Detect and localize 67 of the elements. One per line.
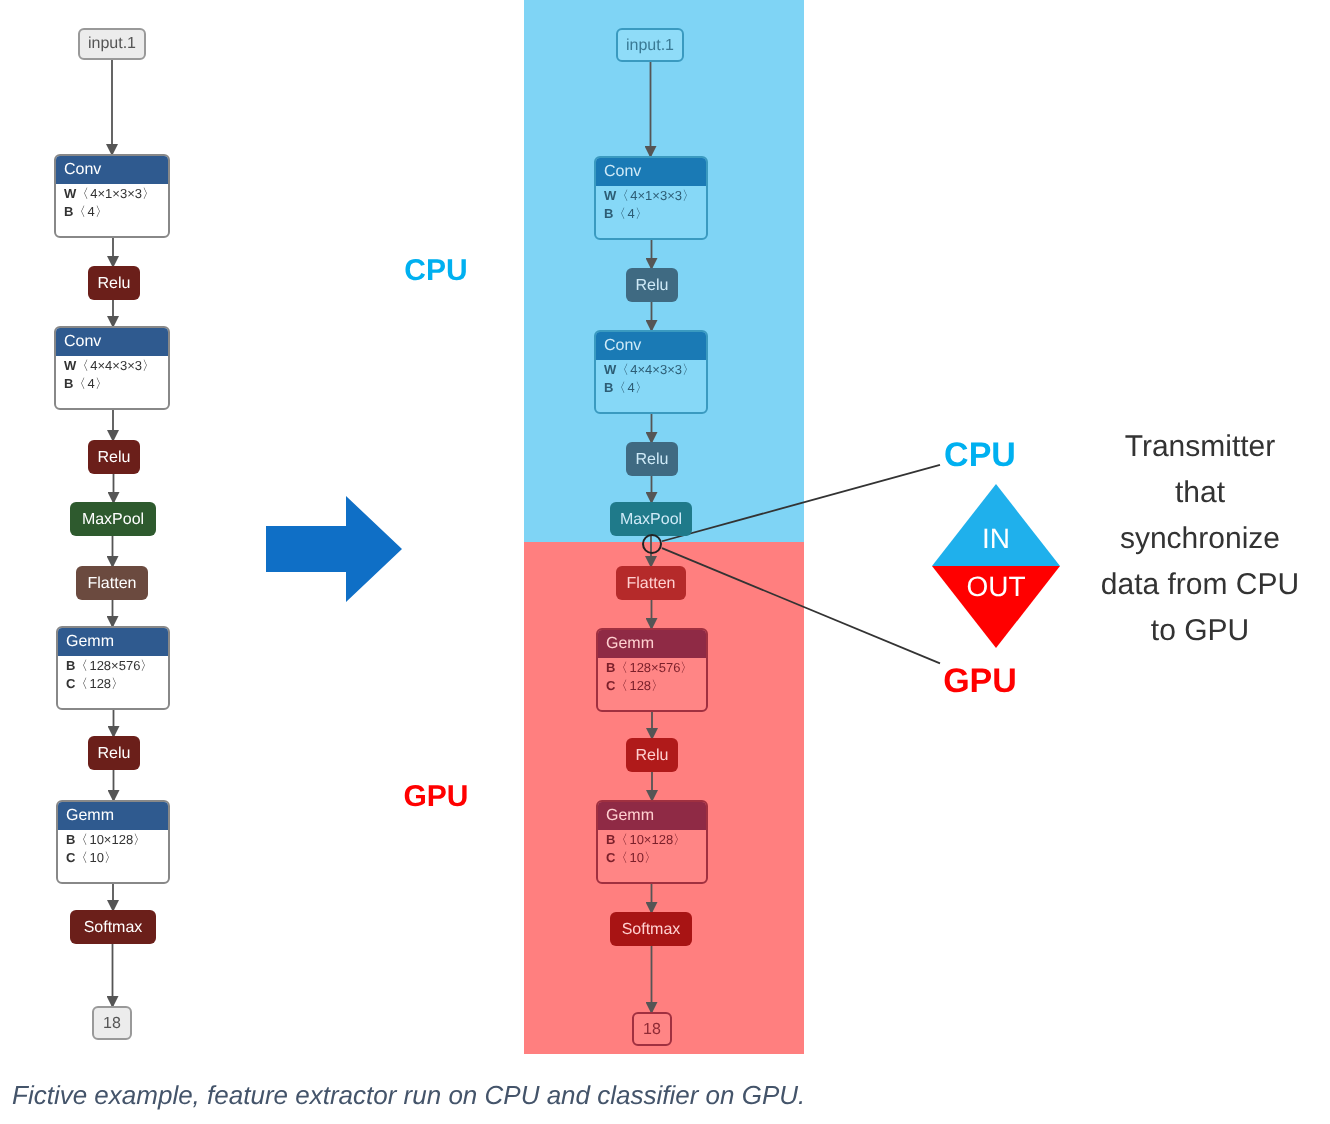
arrow [107,473,120,504]
operator-node: Relu [626,738,678,772]
arrow [645,945,658,1014]
arrow [645,475,658,504]
arrow [644,61,657,158]
device-label: CPU [940,430,1020,478]
layer-title: Conv [64,334,102,350]
operator-node: Relu [626,442,678,476]
operator-node: Softmax [70,910,156,944]
arrow [106,535,119,568]
arrow [107,237,119,268]
arrow [646,711,658,740]
arrow [107,299,119,328]
arrow [107,709,120,738]
arrow [107,409,119,442]
arrow [645,599,658,630]
operator-node: Flatten [76,566,148,600]
arrow [645,883,658,914]
layer-title: Gemm [606,636,654,652]
device-region [524,542,804,1054]
layer-title: Conv [604,164,642,180]
arrow [106,943,119,1008]
operator-node: Relu [88,266,140,300]
arrow [645,535,657,568]
operator-node: input.1 [616,28,684,62]
arrow [106,59,118,156]
layer-card [56,626,170,710]
layer-card [594,156,708,240]
layer-card [596,800,708,884]
operator-node: Relu [88,440,140,474]
leader-line [661,547,941,665]
device-region [524,0,804,542]
caption: Fictive example, feature extractor run on CPU and classifier on GPU. [12,1078,806,1114]
layer-title: Conv [64,162,102,178]
layer-title: Conv [604,338,642,354]
layer-card [596,628,708,712]
operator-node: 18 [632,1012,672,1046]
arrow [107,769,120,802]
arrow [106,599,119,628]
operator-node: Relu [88,736,140,770]
layer-card [54,326,170,410]
diamond-label: OUT [964,572,1028,600]
layer-title: Gemm [66,808,114,824]
layer-title: Gemm [66,634,114,650]
operator-node: input.1 [78,28,146,60]
leader-line [661,464,941,543]
operator-node: Softmax [610,912,692,946]
description-text: Transmitter that synchronize data from CPU to GPU [1098,428,1302,652]
diamond-label: IN [980,524,1012,552]
device-label: GPU [940,656,1020,704]
transmitter-diamond [932,484,1060,648]
arrow [645,413,658,444]
operator-node: 18 [92,1006,132,1040]
layer-title: Gemm [606,808,654,824]
arrow [645,301,658,332]
layer-card [594,330,708,414]
layer-card [54,154,170,238]
region-heading: CPU [402,256,470,286]
region-heading: GPU [401,782,471,812]
operator-node: MaxPool [70,502,156,536]
layer-card [56,800,170,884]
arrow [107,883,119,912]
arrow [646,771,658,802]
operator-node: MaxPool [610,502,692,536]
arrow [645,239,658,270]
operator-node: Relu [626,268,678,302]
operator-node: Flatten [616,566,686,600]
